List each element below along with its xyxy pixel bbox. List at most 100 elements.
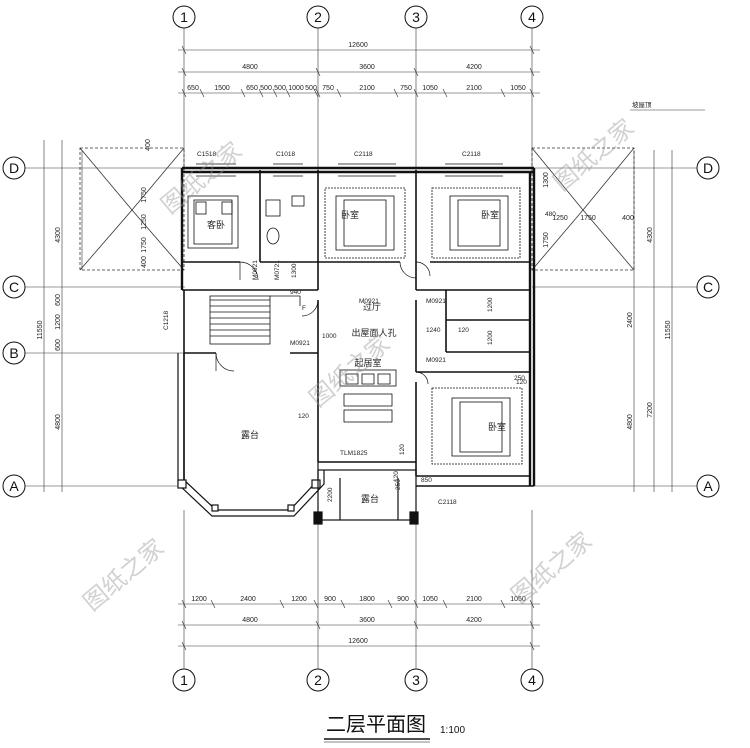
- dim-top-mid-1: 4800: [242, 64, 258, 71]
- dim-top-d9: 2100: [359, 85, 375, 92]
- room-sitting: 起居室: [354, 357, 381, 369]
- watermark-1: 图纸之家: [78, 533, 170, 616]
- dim-left-1250: 1250: [141, 214, 148, 230]
- drawing-title: 二层平面图: [326, 712, 426, 736]
- window-c2118-a: C2118: [354, 151, 373, 158]
- door-m0721: M0721: [274, 260, 281, 280]
- dim-left-600: 600: [55, 294, 62, 306]
- left-dimension-texts: 400 4300 1750 1250 1750 400 600 1200 600…: [37, 139, 152, 430]
- bathroom-fixtures: [265, 195, 305, 245]
- sitting-furniture: [339, 369, 397, 423]
- dim-right-400: 400: [622, 215, 634, 222]
- dim-int-120d: 120: [399, 444, 406, 455]
- dim-bot-mid-3: 4200: [466, 617, 482, 624]
- dim-bot-mid-2: 3600: [359, 617, 375, 624]
- door-swings: [215, 261, 431, 385]
- axis-label-C-right: C: [703, 279, 713, 295]
- dim-top-d13: 1050: [510, 85, 526, 92]
- dim-int-850: 850: [421, 477, 432, 484]
- dim-right-1750b: 1750: [543, 232, 550, 248]
- axis-label-C-left: C: [9, 279, 19, 295]
- watermark-4: 图纸之家: [506, 526, 598, 609]
- door-m0921-terrace: M0921: [290, 340, 310, 347]
- dim-int-1000: 1000: [322, 333, 337, 340]
- window-labels: C1518 C1018 C2118 C2118 C1218 C2118: [163, 151, 481, 506]
- dim-int-1200a: 1200: [487, 297, 494, 312]
- dim-int-120e: 120: [393, 471, 400, 482]
- beds: [187, 187, 523, 465]
- dim-top-total: 12600: [348, 42, 368, 49]
- window-c1518: C1518: [197, 151, 217, 158]
- dim-right-4800: 4800: [627, 414, 634, 430]
- dim-top-d1: 650: [187, 85, 199, 92]
- right-dimension-texts: 1300 4300 1750 1250 1750 400 2400 7200 4…: [543, 172, 672, 430]
- terrace-small-outline: [313, 469, 419, 525]
- dim-left-1750b: 1750: [141, 237, 148, 253]
- dim-left-1200: 1200: [55, 314, 62, 330]
- dim-left-600b: 600: [55, 339, 62, 351]
- dim-top-mid-2: 3600: [359, 64, 375, 71]
- dim-top-mid-3: 4200: [466, 64, 482, 71]
- dim-int-1240: 1240: [426, 327, 441, 334]
- dim-top-d3: 650: [246, 85, 258, 92]
- dim-left-400: 400: [145, 139, 152, 151]
- dim-int-2200: 2200: [327, 487, 334, 502]
- door-m0921-bed1: M0921: [359, 298, 379, 305]
- dim-left-4300: 4300: [55, 227, 62, 243]
- dim-int-1300: 1300: [291, 263, 298, 278]
- watermark-2: 图纸之家: [156, 136, 248, 219]
- room-labels: 客卧 卧室 卧室 卧室 过厅 出屋面人孔 起居室 露台 露台: [207, 209, 506, 505]
- door-m0921-bed3: M0921: [426, 357, 446, 364]
- roof-annotation: 坡屋顶: [632, 100, 652, 109]
- room-bed2: 卧室: [481, 209, 499, 221]
- dim-int-250b: 250: [395, 479, 402, 490]
- axis-label-4: 4: [528, 9, 536, 25]
- dim-right-1750: 1750: [580, 215, 596, 222]
- dim-top-d2: 1500: [214, 85, 230, 92]
- axis-label-B-left: B: [9, 345, 18, 361]
- dim-top-d6: 1000: [288, 85, 304, 92]
- window-c1018: C1018: [276, 151, 296, 158]
- side-dimension-lines: [43, 140, 673, 492]
- stair: [209, 295, 301, 345]
- dim-int-1200b: 1200: [487, 330, 494, 345]
- axis-lines: [25, 28, 697, 669]
- exterior-walls: [180, 166, 536, 486]
- dim-bot-d7: 1050: [422, 596, 438, 603]
- dim-bot-d9: 1050: [510, 596, 526, 603]
- bottom-dimension-texts: 1200 2400 1200 900 1800 900 1050 2100 10…: [191, 596, 526, 645]
- room-terrace-big: 露台: [241, 429, 259, 441]
- window-c2118-c: C2118: [438, 499, 457, 506]
- dim-left-4800: 4800: [55, 414, 62, 430]
- room-bed3: 卧室: [488, 421, 506, 433]
- dim-top-d8: 750: [322, 85, 334, 92]
- dim-int-250: 250: [514, 375, 525, 382]
- dim-right-1300: 1300: [543, 172, 550, 188]
- dim-bot-d1: 1200: [191, 596, 207, 603]
- dim-bot-d5: 1800: [359, 596, 375, 603]
- dim-top-d7: 500: [305, 85, 317, 92]
- dim-bot-total: 12600: [348, 638, 368, 645]
- axis-label-2-bottom: 2: [314, 672, 322, 688]
- door-m0921-bed2: M0921: [426, 298, 446, 305]
- watermark-5: 图纸之家: [548, 113, 640, 196]
- dim-bot-d4: 900: [324, 596, 336, 603]
- axis-label-4-bottom: 4: [528, 672, 536, 688]
- dim-left-400b: 400: [141, 256, 148, 268]
- axis-label-2: 2: [314, 9, 322, 25]
- door-labels: M0921 M0721 M0921 M0921 M0921 TLM1825 M0…: [252, 260, 446, 457]
- top-dimension-texts: 12600 4800 3600 4200 650 1500 650 500 50…: [187, 42, 526, 92]
- dim-bot-mid-1: 4800: [242, 617, 258, 624]
- roof-left: [79, 147, 185, 271]
- dim-right-11550: 11550: [665, 320, 672, 339]
- dim-int-120c: 120: [516, 379, 527, 386]
- watermarks: 图纸之家 图纸之家 图纸之家 图纸之家 图纸之家: [78, 113, 640, 616]
- dim-top-d11: 1050: [422, 85, 438, 92]
- axis-label-1: 1: [180, 9, 188, 25]
- window-c1218: C1218: [163, 310, 170, 330]
- top-dimension-lines: [178, 45, 540, 98]
- dim-int-120a: 120: [458, 327, 469, 334]
- room-terrace-small: 露台: [361, 493, 379, 505]
- door-tlm1825: TLM1825: [340, 450, 368, 457]
